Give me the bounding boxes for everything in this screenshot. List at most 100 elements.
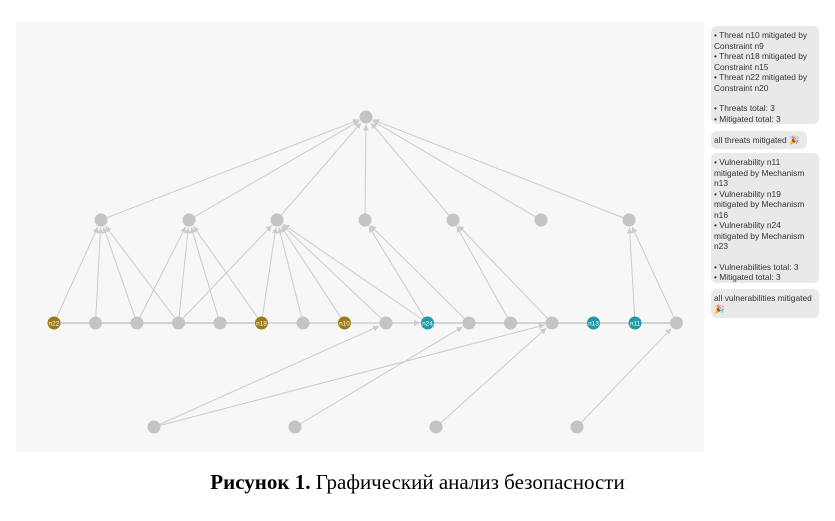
node-r13[interactable] [545,316,559,330]
node-circle [622,213,636,227]
node-circle [296,316,310,330]
edge-r2-m1 [95,227,104,324]
node-m1[interactable] [94,213,108,227]
edge-r6-m3 [261,227,278,324]
vulnerabilities-mitigated-total: • Mitigated total: 3 [714,272,781,282]
node-circle [379,316,393,330]
node-circle [147,420,161,434]
node-r16[interactable] [670,316,683,330]
nodes-group: n22 n18 n10 n24 n13 n11 [47,110,683,434]
node-r3[interactable] [130,316,144,330]
node-r7[interactable] [296,316,310,330]
node-m4[interactable] [358,213,372,227]
node-label: n22 [49,321,60,328]
edge-r13-m5 [457,225,553,324]
edge-b4-r16 [576,328,672,428]
vulnerability-item: • Vulnerability n11 mitigated by Mechani… [714,157,805,188]
node-label: n11 [630,321,641,328]
node-circle [47,316,61,330]
edge-r8-m3 [280,225,345,324]
threat-item: • Threat n10 mitigated by Constraint n9 [714,30,808,51]
node-m5[interactable] [446,213,460,227]
node-label: n24 [422,321,433,328]
node-circle [628,316,642,330]
threats-mitigated-total: • Mitigated total: 3 [714,113,781,124]
node-circle [446,213,460,227]
node-circle [462,316,476,330]
node-circle [421,316,434,330]
node-circle [358,213,372,227]
graph-canvas[interactable]: n22 n18 n10 n24 n13 n11 [16,22,704,452]
node-circle [94,213,108,227]
edge-r5-m2 [190,227,221,324]
node-circle [89,316,102,330]
edge-r10-m3 [282,223,428,324]
node-b1[interactable] [147,420,161,434]
node-m7[interactable] [622,213,636,227]
threat-item: • Threat n22 mitigated by Constraint n20 [714,72,808,93]
edge-m1-root [100,119,360,221]
edge-r10-m4 [368,226,428,324]
node-r15[interactable]: n11 [628,316,642,330]
edge-m5-root [370,122,454,221]
node-circle [545,316,559,330]
node-r1[interactable]: n22 [47,316,61,330]
node-r11[interactable] [462,316,476,330]
node-r12[interactable] [504,316,517,330]
edge-m2-root [188,120,360,221]
node-circle [670,316,683,330]
threats-status-badge: all threats mitigated 🎉 [711,131,807,149]
node-r10[interactable]: n24 [421,316,434,330]
node-circle [534,213,548,227]
figure-caption: Рисунок 1. Графический анализ безопаснос… [0,470,835,495]
node-r8[interactable]: n10 [338,316,351,330]
node-circle [429,420,443,434]
node-r5[interactable] [213,316,227,330]
edge-r3-m1 [102,226,138,324]
node-b3[interactable] [429,420,443,434]
node-r14[interactable]: n13 [587,316,600,330]
node-r9[interactable] [379,316,393,330]
node-circle [255,316,268,330]
edge-m7-root [372,119,630,221]
node-r2[interactable] [89,316,102,330]
caption-text: Графический анализ безопасности [310,470,625,494]
node-circle [338,316,351,330]
node-circle [182,213,196,227]
node-circle [359,110,373,124]
node-b2[interactable] [288,420,302,434]
node-r4[interactable] [172,316,185,330]
node-m6[interactable] [534,213,548,227]
vulnerabilities-total: • Vulnerabilities total: 3 [714,261,799,272]
vulnerabilities-status-badge: all vulnerabilities mitigated 🎉 [711,289,819,318]
node-label: n18 [256,321,267,328]
threats-total: • Threats total: 3 [714,103,775,113]
node-b4[interactable] [570,420,584,434]
threats-summary-panel: • Threat n10 mitigated by Constraint n9 … [711,26,819,124]
edge-r9-m3 [282,224,387,324]
edge-r15-m7 [626,227,636,324]
edge-b1-r13 [153,323,545,428]
edge-r11-m4 [369,224,470,324]
vulnerabilities-summary-panel: • Vulnerability n11 mitigated by Mechani… [711,153,819,283]
edge-m4-root [362,124,369,221]
edge-b1-r9 [153,325,380,428]
node-r6[interactable]: n18 [255,316,268,330]
vulnerability-item: • Vulnerability n24 mitigated by Mechani… [714,220,805,251]
node-label: n13 [588,321,599,328]
edge-m3-root [276,122,362,221]
edge-b2-r11 [294,326,463,428]
node-circle [288,420,302,434]
node-circle [172,316,185,330]
edges-group [53,119,677,428]
node-m2[interactable] [182,213,196,227]
edge-r4-m2 [178,227,191,324]
edge-r3-m2 [136,226,187,324]
vulnerability-item: • Vulnerability n19 mitigated by Mechani… [714,188,805,220]
threat-item: • Threat n18 mitigated by Constraint n15 [714,51,808,72]
node-root[interactable] [359,110,373,124]
caption-label: Рисунок 1. [210,470,311,494]
edge-r1-m1 [53,226,99,324]
node-m3[interactable] [270,213,284,227]
edge-r6-m2 [192,225,262,324]
